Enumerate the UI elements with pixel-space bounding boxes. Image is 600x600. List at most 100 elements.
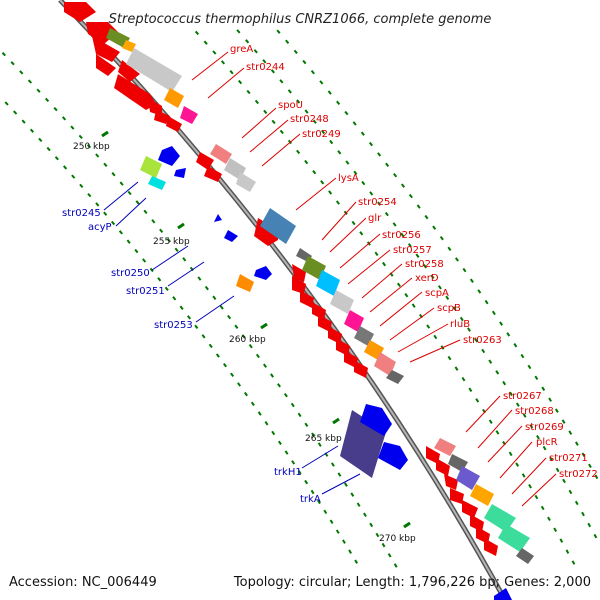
ring-dash <box>320 180 325 185</box>
gene-label[interactable]: str0268 <box>515 406 554 417</box>
gene-block[interactable] <box>516 548 534 564</box>
gene-arrow[interactable] <box>444 474 458 490</box>
gene-arrow[interactable] <box>450 488 464 504</box>
gene-block[interactable] <box>236 274 254 292</box>
ring-dash <box>588 463 592 469</box>
gene-label[interactable]: str0244 <box>246 62 285 73</box>
ring-dash <box>95 153 100 158</box>
gene-arrow[interactable] <box>470 514 484 532</box>
gene-arrow[interactable] <box>114 74 156 110</box>
gene-label[interactable]: str0263 <box>463 335 502 346</box>
gene-block[interactable] <box>456 466 480 490</box>
gene-label[interactable]: scpA <box>425 288 449 299</box>
gene-block[interactable] <box>470 484 494 506</box>
ring-dash <box>54 156 59 161</box>
gene-label[interactable]: greA <box>230 44 253 55</box>
gene-block[interactable] <box>484 504 516 532</box>
gene-label[interactable]: str0249 <box>302 129 341 140</box>
gene-block[interactable] <box>354 326 374 346</box>
gene-arrow[interactable] <box>254 218 278 246</box>
gene-block[interactable] <box>210 144 232 164</box>
gene-arrow[interactable] <box>484 538 498 556</box>
gene-label[interactable]: str0245 <box>62 208 101 219</box>
gene-label[interactable]: str0258 <box>405 259 444 270</box>
gene-block[interactable] <box>140 156 162 178</box>
gene-arrow[interactable] <box>292 276 306 294</box>
gene-label[interactable]: rluB <box>450 319 470 330</box>
ring-dash <box>10 61 15 66</box>
ring-dash <box>404 293 409 298</box>
gene-label[interactable]: xerD <box>415 273 439 284</box>
gene-label[interactable]: lysA <box>338 173 359 184</box>
gene-arrow[interactable] <box>436 458 450 476</box>
ring-dash <box>329 139 334 145</box>
gene-arrow[interactable] <box>360 404 392 436</box>
gene-arrow[interactable] <box>378 442 408 470</box>
gene-label[interactable]: str0267 <box>503 391 542 402</box>
gene-label[interactable]: str0250 <box>111 268 150 279</box>
gene-block[interactable] <box>180 106 198 124</box>
gene-label[interactable]: trkH1 <box>274 467 302 478</box>
gene-label[interactable]: str0253 <box>154 320 193 331</box>
gene-block[interactable] <box>316 270 340 296</box>
ring-dash <box>528 484 532 489</box>
gene-block[interactable] <box>434 438 456 456</box>
ring-dash <box>215 353 220 358</box>
gene-arrow[interactable] <box>154 110 170 124</box>
gene-block[interactable] <box>386 370 404 384</box>
gene-label[interactable]: str0248 <box>290 114 329 125</box>
gene-label[interactable]: scpB <box>437 303 461 314</box>
gene-label[interactable]: plcR <box>536 437 558 448</box>
gene-block[interactable] <box>122 40 136 52</box>
gene-label[interactable]: trkA <box>300 494 321 505</box>
gene-block[interactable] <box>344 310 364 332</box>
gene-arrow[interactable] <box>292 264 306 282</box>
gene-block[interactable] <box>302 256 326 280</box>
gene-label[interactable]: str0256 <box>382 230 421 241</box>
gene-label[interactable]: spoU <box>278 100 303 111</box>
gene-label[interactable]: str0257 <box>393 245 432 256</box>
ring-dash <box>86 144 92 149</box>
gene-block[interactable] <box>330 290 354 314</box>
gene-arrow[interactable] <box>300 290 314 308</box>
gene-block[interactable] <box>260 208 296 244</box>
gene-arrow[interactable] <box>166 116 182 132</box>
ring-dash <box>387 553 392 558</box>
gene-arrow[interactable] <box>224 230 238 242</box>
gene-arrow[interactable] <box>214 214 222 222</box>
gene-block[interactable] <box>498 524 530 552</box>
gene-label[interactable]: str0272 <box>559 469 598 480</box>
gene-label[interactable]: acyP <box>88 222 112 233</box>
gene-label[interactable]: str0251 <box>126 286 165 297</box>
ring-dash <box>555 467 560 473</box>
gene-arrow[interactable] <box>92 36 120 62</box>
gene-arrow[interactable] <box>158 146 180 166</box>
gene-label[interactable]: str0271 <box>549 453 588 464</box>
gene-label[interactable]: str0269 <box>525 422 564 433</box>
scale-label: 250 kbp <box>73 142 110 152</box>
gene-arrow[interactable] <box>174 168 186 178</box>
gene-block[interactable] <box>126 48 182 92</box>
ring-dash <box>157 277 162 282</box>
ring-dash <box>488 419 493 424</box>
ring-dash <box>317 499 321 505</box>
gene-arrow[interactable] <box>96 54 116 76</box>
gene-arrow[interactable] <box>254 266 272 280</box>
gene-arrow[interactable] <box>64 2 96 22</box>
gene-label[interactable]: str0254 <box>358 197 397 208</box>
ring-dash <box>297 470 302 475</box>
gene-arrow[interactable] <box>354 360 368 378</box>
gene-arrow[interactable] <box>204 166 222 182</box>
gene-block[interactable] <box>236 172 256 192</box>
gene-arrow[interactable] <box>494 588 512 600</box>
gene-arrow[interactable] <box>196 152 214 170</box>
gene-block[interactable] <box>164 88 184 108</box>
gene-label[interactable]: glr <box>368 213 382 224</box>
ring-dash <box>408 193 413 199</box>
gene-block[interactable] <box>148 176 166 190</box>
gene-arrow[interactable] <box>312 302 326 320</box>
gene-arrow[interactable] <box>462 500 478 518</box>
gene-block[interactable] <box>106 28 130 48</box>
gene-block[interactable] <box>374 352 396 376</box>
gene-arrow[interactable] <box>118 60 140 82</box>
